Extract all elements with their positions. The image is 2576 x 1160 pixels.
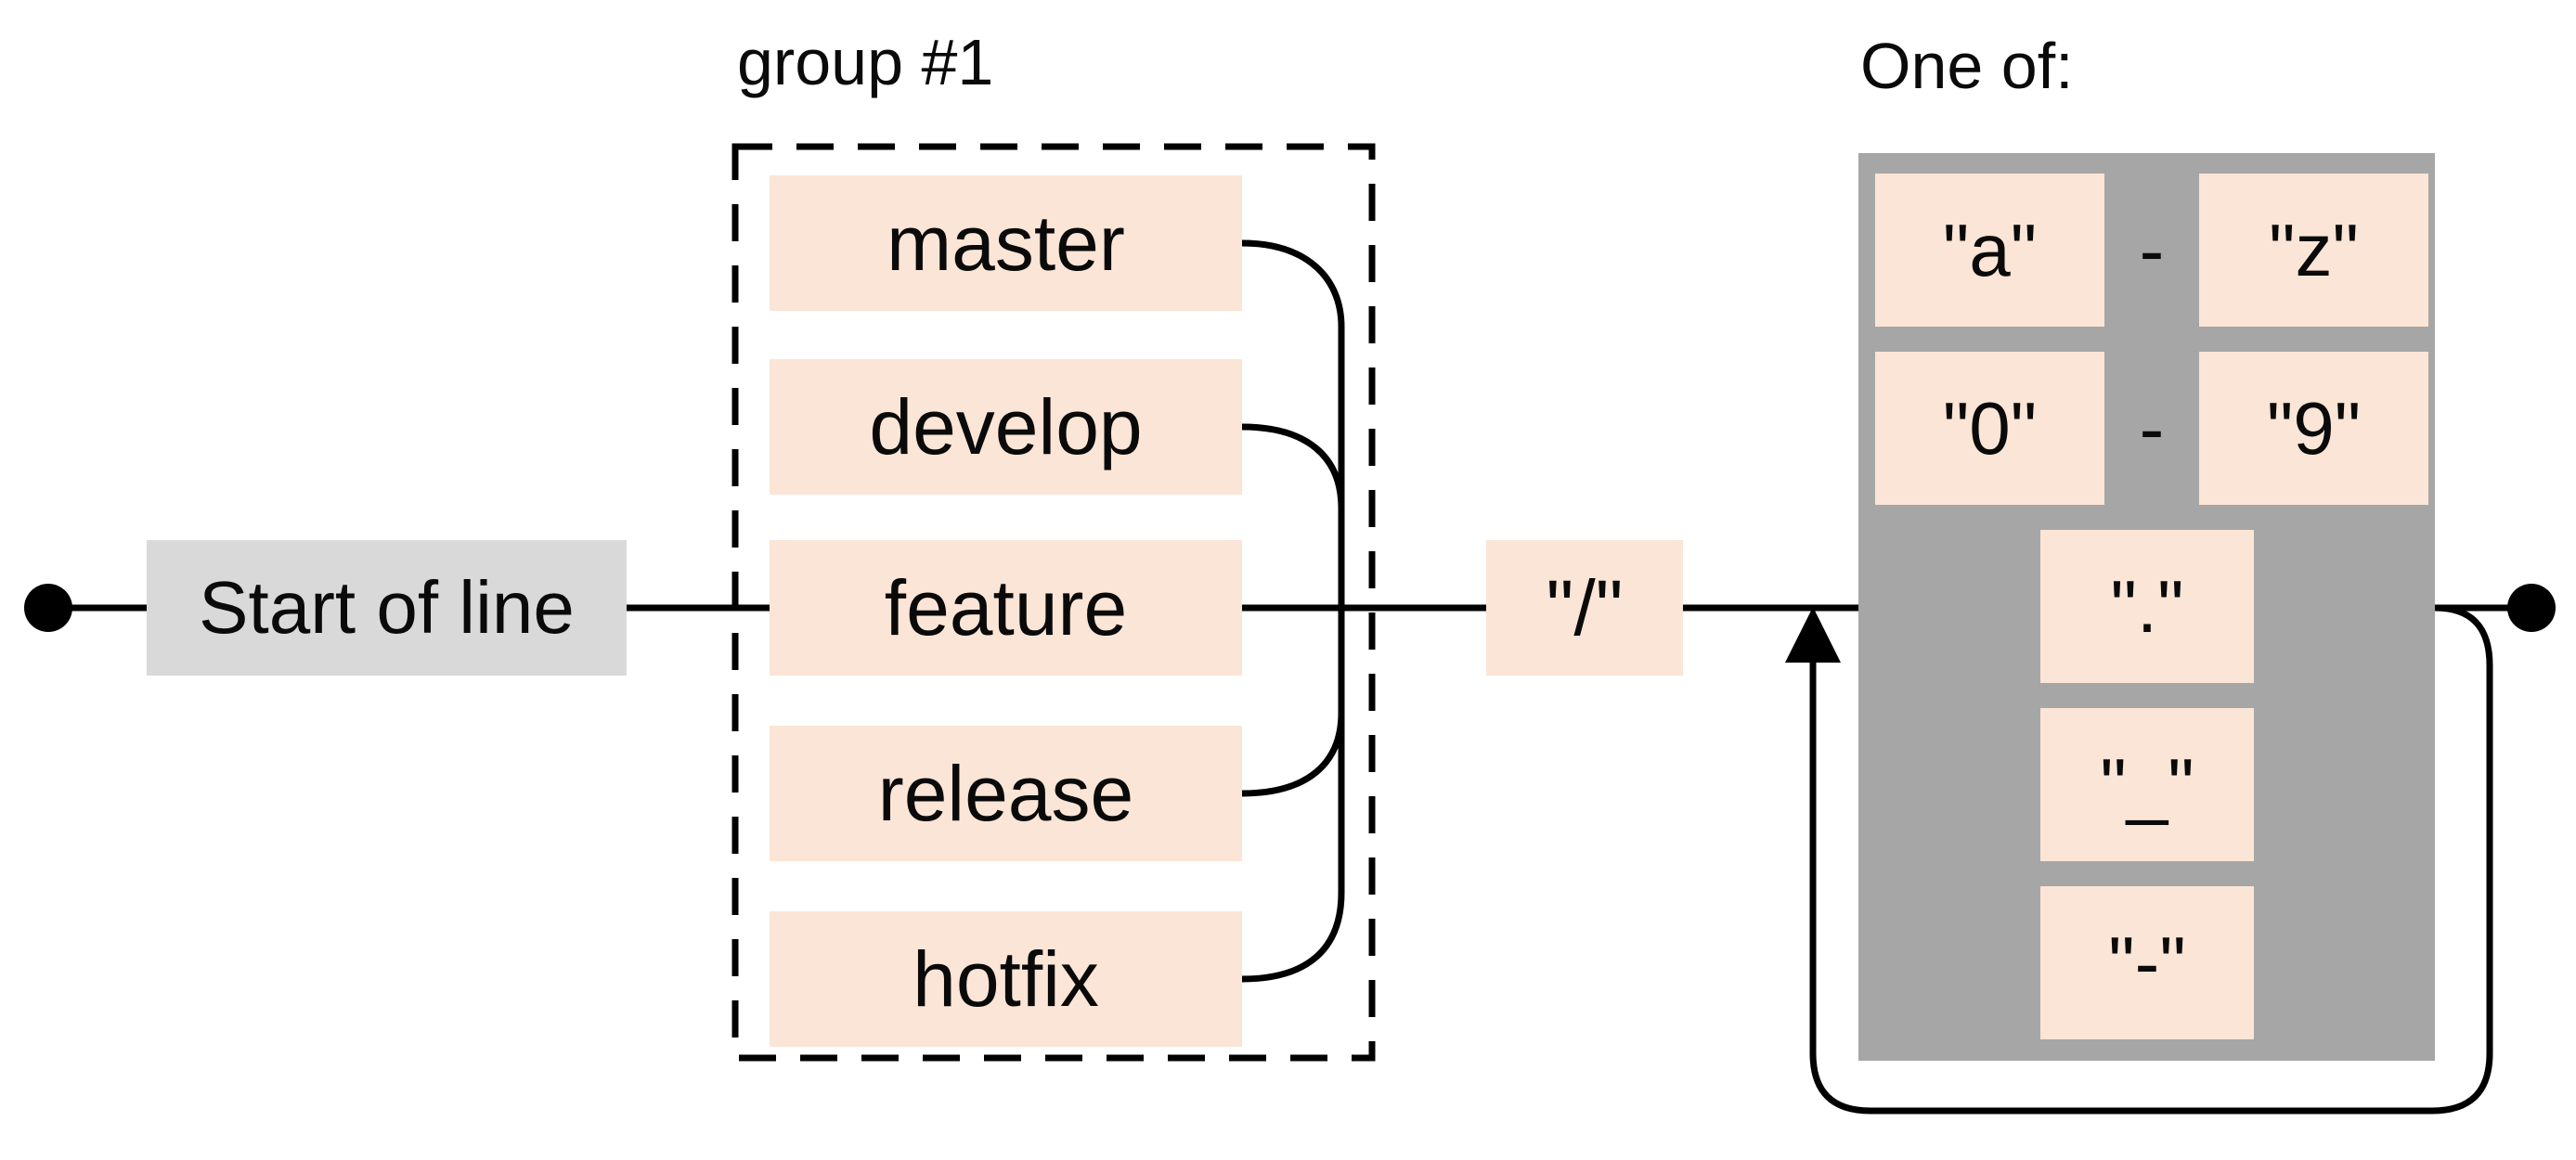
charclass-range-0-to: "9" — [2199, 352, 2428, 505]
branch-node-feature: feature — [770, 540, 1242, 676]
branch-node-release: release — [770, 726, 1242, 861]
merge-curve-release — [1241, 712, 1345, 797]
start-of-line-node: Start of line — [147, 540, 627, 676]
one-of-title: One of: — [1860, 30, 2074, 102]
group-title: group #1 — [737, 26, 994, 98]
branch-node-master: master — [770, 175, 1242, 311]
branch-node-hotfix: hotfix — [770, 911, 1242, 1047]
branch-node-develop: develop — [770, 359, 1242, 495]
charclass-range-a-to: "z" — [2199, 174, 2428, 327]
charclass-range-0-separator: - — [2139, 386, 2165, 470]
charclass-dot-node: "." — [2040, 530, 2254, 683]
repeat-loop-arrowhead — [1785, 607, 1841, 663]
charclass-underscore-node: "_" — [2040, 708, 2254, 861]
group-boundary — [731, 143, 1376, 1062]
merge-curve-hotfix — [1241, 892, 1345, 983]
charclass-range-0-from: "0" — [1875, 352, 2104, 505]
merge-curve-develop — [1241, 423, 1345, 509]
merge-curve-master — [1241, 239, 1345, 328]
charclass-range-a-separator: - — [2139, 208, 2165, 291]
slash-literal-node: "/" — [1486, 540, 1683, 676]
repeat-loop-path — [1809, 604, 2493, 1115]
charclass-hyphen-node: "-" — [2040, 886, 2254, 1039]
charclass-range-a-from: "a" — [1875, 174, 2104, 327]
end-terminal-dot — [2507, 584, 2556, 632]
one-of-charclass-box: "a" - "z" "0" - "9" "." "_" "-" — [1858, 153, 2435, 1061]
